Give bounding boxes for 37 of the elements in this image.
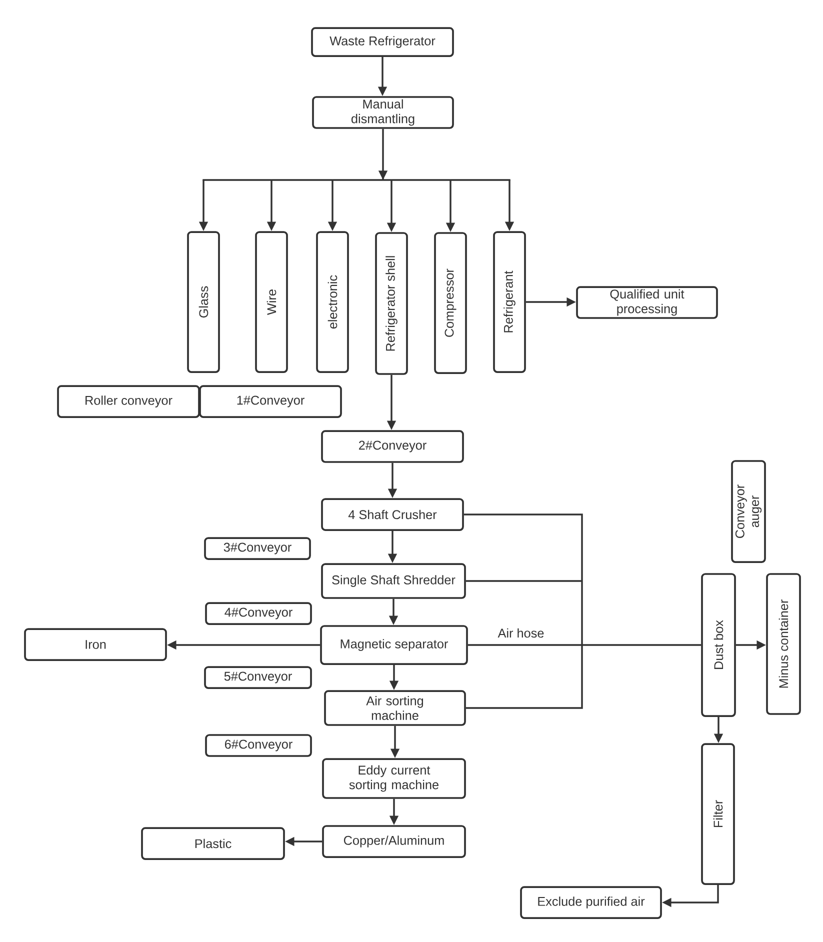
arrow (202, 128, 510, 181)
process-box: Waste Refrigerator (311, 27, 454, 57)
process-box: Eddy current sorting machine (322, 758, 466, 799)
process-box: Exclude purified air (520, 886, 662, 919)
process-box: Magnetic separator (320, 625, 468, 665)
process-box: electronic (316, 231, 349, 373)
process-box: 2#Conveyor (321, 430, 464, 463)
connector-line (581, 581, 583, 645)
equipment-box: 6#Conveyor (205, 734, 312, 757)
process-box: Air sorting machine (324, 690, 466, 726)
process-box: Single Shaft Shredder (321, 563, 466, 599)
process-box: Plastic (141, 827, 285, 860)
process-box: 4 Shaft Crusher (321, 498, 464, 531)
process-box: Manual dismantling (312, 96, 454, 129)
process-box: Glass (187, 231, 220, 373)
process-box: Wire (255, 231, 288, 373)
connector-line (466, 645, 583, 709)
equipment-box: 5#Conveyor (204, 666, 312, 689)
connector-line (582, 644, 702, 646)
process-box: Dust box (701, 573, 736, 717)
process-box: Refrigerator shell (375, 232, 408, 375)
connector-line (468, 644, 582, 646)
equipment-box: 1#Conveyor (199, 385, 342, 418)
equipment-box: Roller conveyor (57, 385, 200, 418)
process-box: Refrigerant (493, 231, 526, 373)
process-box: Filter (701, 743, 735, 885)
process-box: Iron (24, 628, 167, 661)
equipment-box: 4#Conveyor (205, 602, 312, 625)
connector-line (466, 580, 582, 582)
process-box: Qualified unit processing (576, 286, 718, 319)
process-box: Compressor (434, 232, 467, 374)
equipment-box: Conveyor auger (731, 460, 766, 563)
process-box: Minus container (766, 573, 801, 715)
process-box: Copper/Aluminum (322, 825, 466, 858)
edge-label: Air hose (496, 627, 546, 639)
equipment-box: 3#Conveyor (204, 537, 311, 560)
connector-line (464, 514, 583, 581)
